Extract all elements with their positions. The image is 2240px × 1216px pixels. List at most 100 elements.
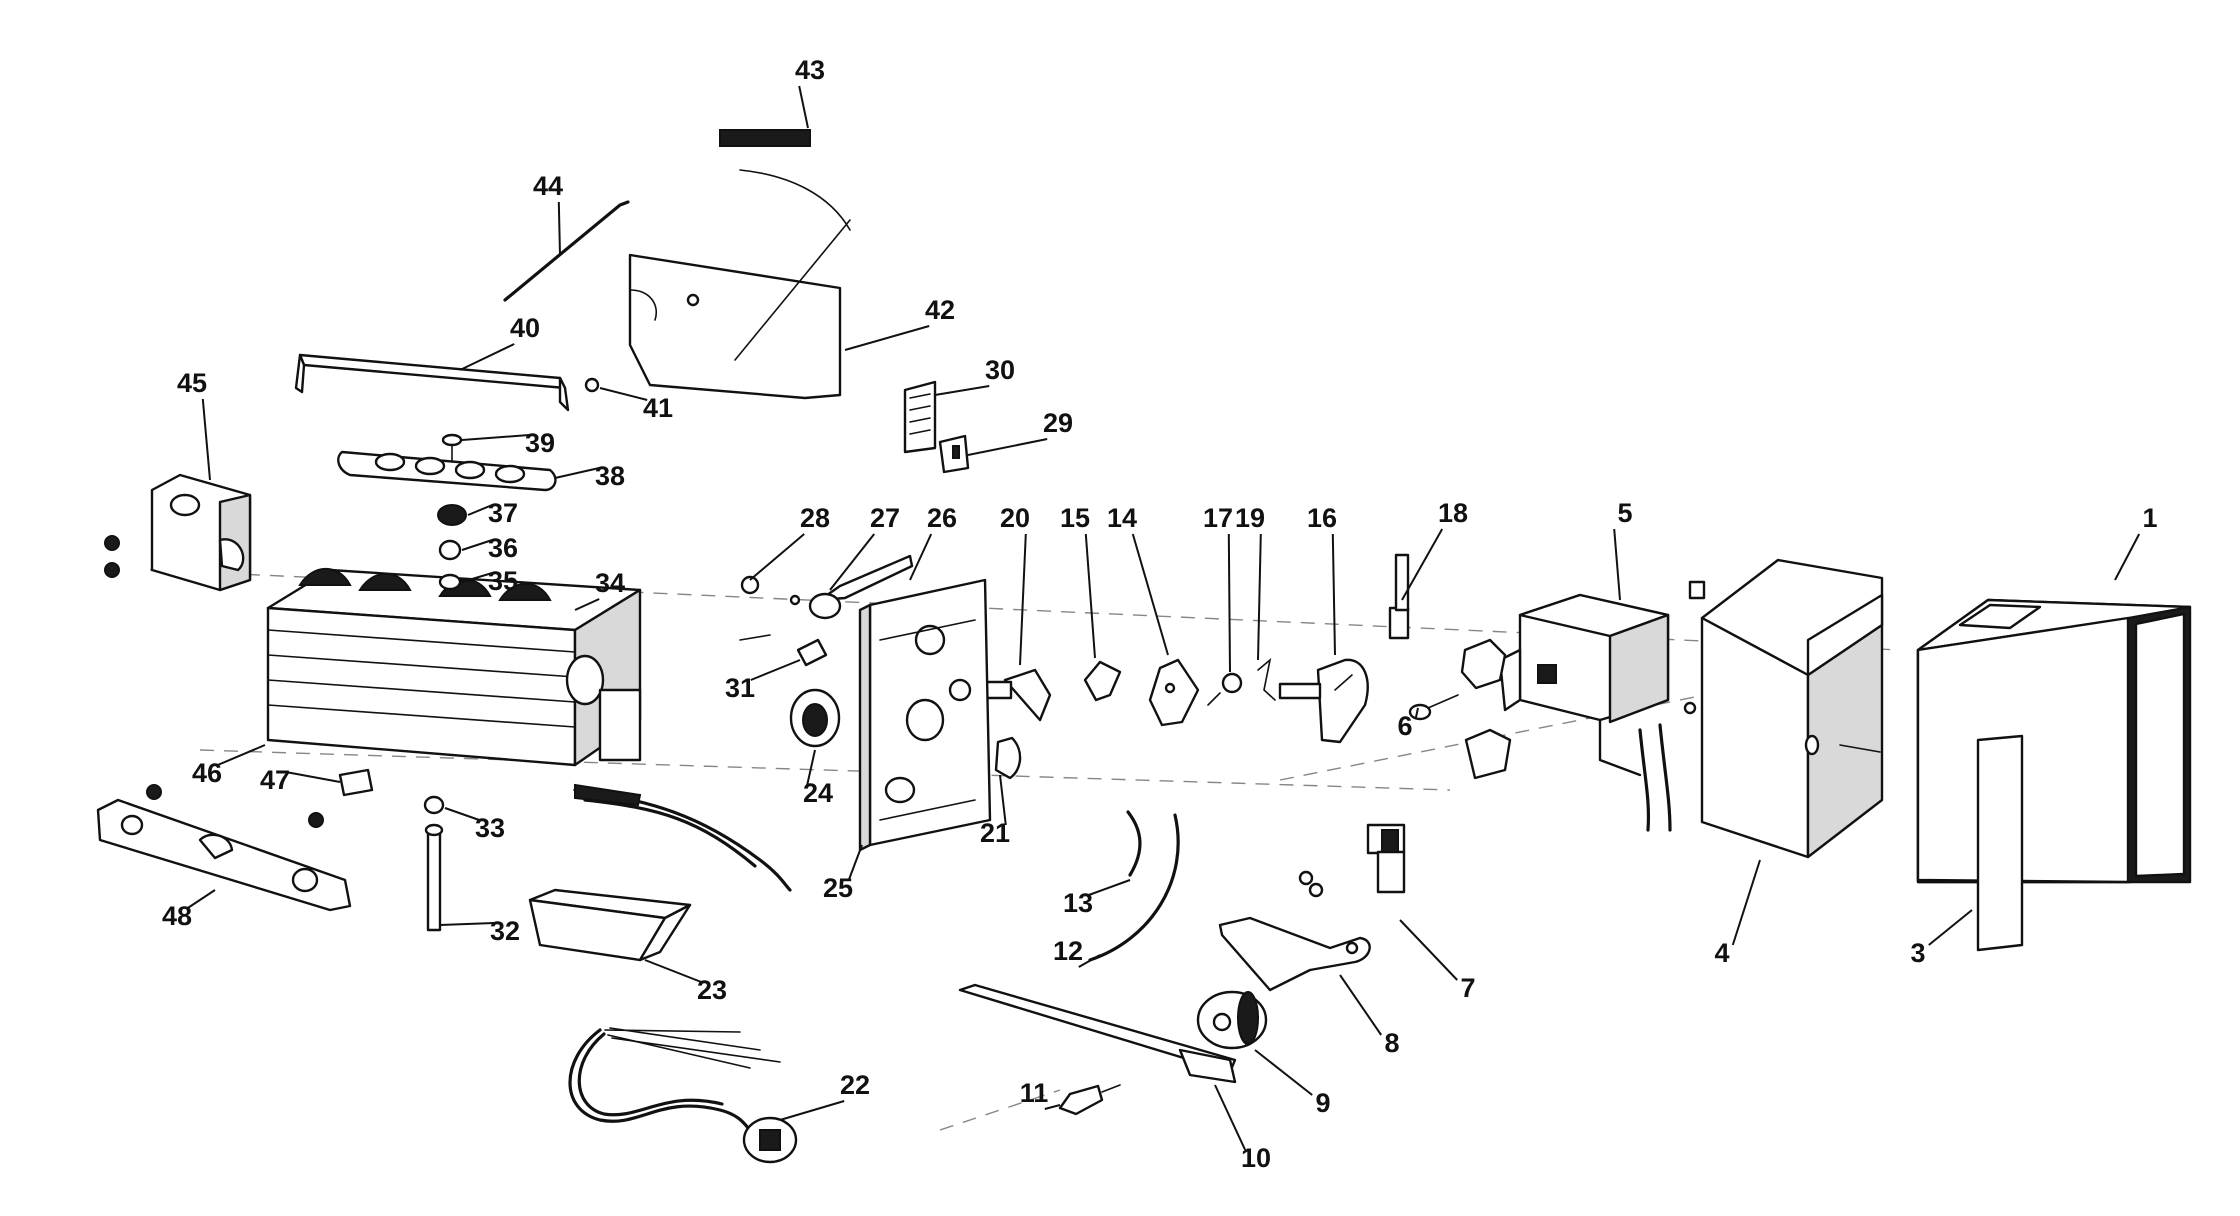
part-42-shield-plate [628, 219, 851, 400]
callout-10: 10 [1241, 1143, 1271, 1173]
callout-6: 6 [1397, 711, 1412, 741]
callout-23: 23 [697, 975, 727, 1005]
callout-21: 21 [980, 818, 1010, 848]
leader-line-14 [1131, 533, 1169, 656]
leader-line-15 [1084, 533, 1096, 659]
leader-line-8 [1339, 974, 1383, 1036]
part-43-cap [719, 129, 851, 231]
leader-line-9 [1254, 1049, 1313, 1096]
callout-48: 48 [162, 901, 192, 931]
part-30-strip [903, 380, 937, 454]
leader-line-7 [1399, 919, 1458, 981]
part-32-33-rod-nut [423, 795, 445, 932]
leader-line-19 [1257, 533, 1262, 661]
part-44-wire-rod [503, 200, 630, 302]
part-1-cabinet-cover [1916, 598, 2192, 884]
part-6-screw [1408, 694, 1459, 721]
part-16-knob-plate [1278, 658, 1369, 744]
part-10-shaft [958, 983, 1237, 1084]
callout-34: 34 [595, 568, 625, 598]
callout-29: 29 [1043, 408, 1073, 438]
leader-line-4 [1731, 859, 1761, 946]
callout-45: 45 [177, 368, 207, 398]
leader-line-43 [798, 85, 809, 129]
part-12-13-wires [1088, 810, 1180, 962]
part-46-heater-wire [573, 783, 792, 892]
callout-26: 26 [927, 503, 957, 533]
leader-line-18 [1401, 528, 1444, 601]
callout-46: 46 [192, 758, 222, 788]
part-22-harness-plug [568, 1027, 798, 1164]
leader-line-23 [644, 959, 702, 983]
callout-7: 7 [1460, 973, 1475, 1003]
leader-line-36 [461, 539, 493, 551]
leader-line-27 [829, 533, 875, 591]
part-9-cam-gear [1196, 990, 1268, 1050]
leader-line-38 [554, 467, 600, 479]
callout-15: 15 [1060, 503, 1090, 533]
callout-20: 20 [1000, 503, 1030, 533]
callout-28: 28 [800, 503, 830, 533]
callout-30: 30 [985, 355, 1015, 385]
leader-line-24 [806, 749, 816, 786]
part-8-lever-arm [1218, 916, 1371, 992]
callout-43: 43 [795, 55, 825, 85]
leader-line-35 [461, 572, 493, 583]
leader-line-42 [844, 325, 930, 351]
callout-11: 11 [1020, 1078, 1049, 1108]
leader-line-22 [779, 1100, 845, 1121]
callout-3: 3 [1910, 938, 1925, 968]
callout-39: 39 [525, 428, 555, 458]
part-21-clip [994, 736, 1022, 780]
leader-line-45 [201, 398, 211, 481]
callout-16: 16 [1307, 503, 1337, 533]
leader-line-41 [599, 387, 648, 401]
part-18-connector [1388, 553, 1410, 640]
callout-41: 41 [643, 393, 673, 423]
leader-line-33 [444, 807, 480, 821]
callout-32: 32 [490, 916, 520, 946]
leader-line-46 [217, 744, 266, 766]
part-15-clip [1083, 660, 1122, 702]
callout-1: 1 [2142, 503, 2157, 533]
part-24-grommet [789, 688, 841, 748]
leader-line-39 [461, 434, 530, 441]
part-29-bracket [938, 434, 970, 474]
leader-line-40 [459, 343, 515, 371]
leader-line-6 [1414, 707, 1419, 719]
leader-line-10 [1214, 1084, 1247, 1151]
leader-line-32 [439, 922, 495, 926]
part-41-nut [584, 377, 600, 393]
part-20-bearing [983, 668, 1052, 722]
part-35-37-washers [437, 504, 467, 591]
callout-8: 8 [1384, 1028, 1399, 1058]
callout-33: 33 [475, 813, 505, 843]
callout-31: 31 [725, 673, 755, 703]
callout-38: 38 [595, 461, 625, 491]
leader-line-21 [999, 774, 1007, 826]
part-25-support-plate [858, 578, 992, 852]
callout-12: 12 [1053, 936, 1083, 966]
part-3-shield-panel [1976, 734, 2024, 952]
callout-22: 22 [840, 1070, 870, 1100]
part-31-clip [739, 634, 828, 667]
callout-24: 24 [803, 778, 833, 808]
leader-line-28 [749, 533, 805, 581]
leader-line-30 [934, 385, 990, 396]
callout-42: 42 [925, 295, 955, 325]
leader-line-1 [2114, 533, 2141, 581]
part-48-mounting-plate [96, 784, 352, 912]
part-38-mold-bar [337, 450, 557, 492]
callout-14: 14 [1107, 503, 1137, 533]
part-45-solenoid-valve [104, 473, 252, 592]
callout-47: 47 [260, 765, 290, 795]
part-14-bracket [1148, 658, 1200, 727]
leader-line-12 [1078, 954, 1101, 968]
callout-18: 18 [1438, 498, 1468, 528]
callout-17: 17 [1203, 503, 1233, 533]
callout-5: 5 [1617, 498, 1632, 528]
callout-9: 9 [1315, 1088, 1330, 1118]
